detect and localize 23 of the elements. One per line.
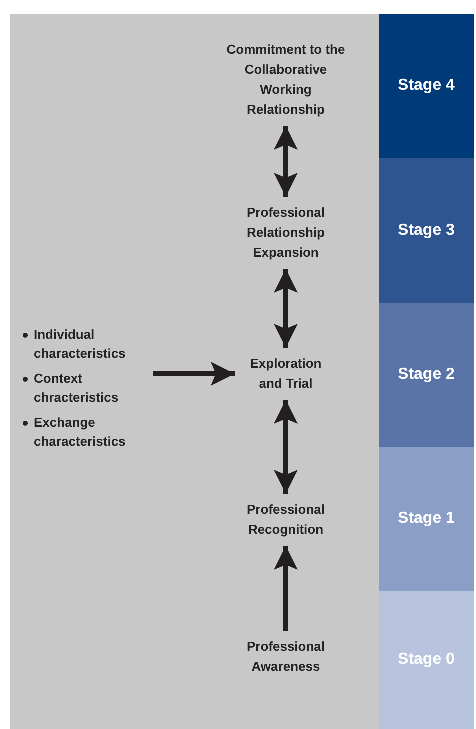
stage-band	[379, 158, 474, 303]
arrow	[274, 126, 298, 197]
stage-title: Commitment to the Collaborative Working Relationship	[226, 41, 346, 119]
stage-title: Professional Awareness	[246, 638, 326, 676]
stage-label: Stage 2	[398, 366, 455, 384]
bullet-item: Exchange characteristics	[34, 415, 126, 449]
stage-band	[379, 447, 474, 591]
stage-band	[379, 591, 474, 729]
bullet-item: Context chracteristics	[34, 371, 119, 405]
arrow	[274, 400, 298, 494]
stage-label: Stage 4	[398, 77, 455, 95]
stage-label: Stage 0	[398, 651, 455, 669]
stage-label: Stage 1	[398, 510, 455, 528]
bullet-item: Individual characteristics	[34, 327, 126, 361]
stage-label: Stage 3	[398, 222, 455, 240]
stage-title: Professional Relationship Expansion	[246, 204, 326, 262]
stage-title: Professional Recognition	[246, 501, 326, 539]
stage-band	[379, 303, 474, 447]
stage-band	[379, 14, 474, 158]
arrow	[153, 362, 235, 386]
arrow	[274, 269, 298, 348]
stage-title: Exploration and Trial	[249, 355, 323, 393]
arrow	[274, 546, 298, 631]
